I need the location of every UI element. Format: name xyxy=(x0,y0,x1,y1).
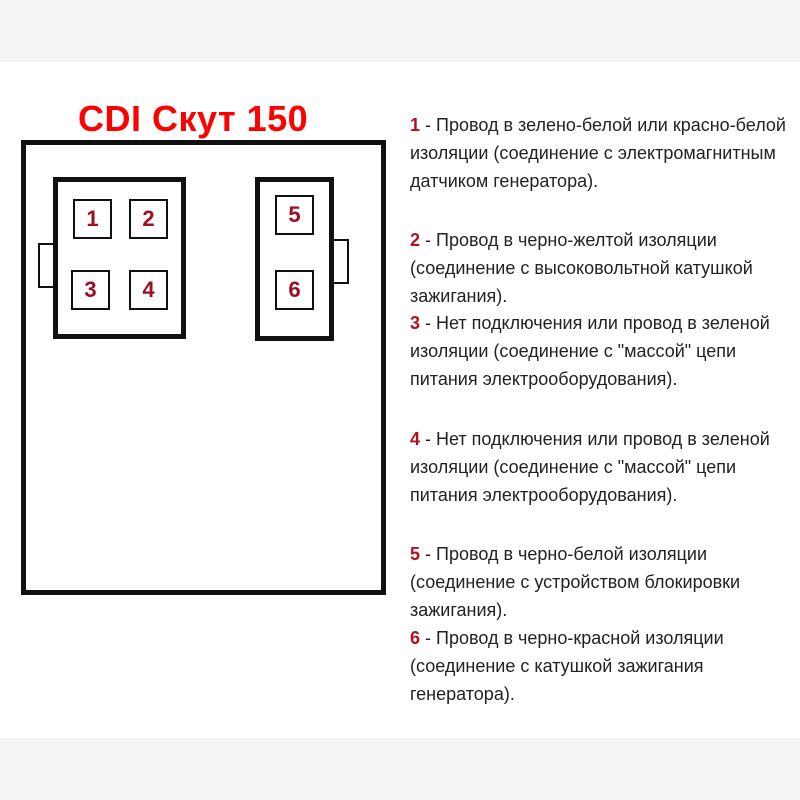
pin-number: 4 xyxy=(410,429,421,449)
pin-description-6: 6 - Провод в черно-красной изоляции (сое… xyxy=(410,624,790,708)
pin-description-text: - Провод в черно-белой изоляции (соедине… xyxy=(410,544,741,620)
pin-3: 3 xyxy=(71,270,110,310)
pin-description-4: 4 - Нет подключения или провод в зеленой… xyxy=(410,425,790,509)
pin-5: 5 xyxy=(275,195,314,235)
pin-number: 3 xyxy=(410,313,421,333)
connector-2pin: 5 6 xyxy=(255,177,334,341)
pin-number: 6 xyxy=(410,628,421,648)
pin-number: 2 xyxy=(410,230,421,250)
pin-4: 4 xyxy=(129,270,168,310)
pin-2: 2 xyxy=(129,199,168,239)
bottom-band xyxy=(0,738,800,800)
top-band xyxy=(0,0,800,62)
pin-description-text: - Нет подключения или провод в зеленой и… xyxy=(410,429,770,505)
pin-number: 5 xyxy=(410,544,421,564)
connector-4pin: 1 2 3 4 xyxy=(53,177,186,339)
pin-1: 1 xyxy=(73,199,112,239)
diagram-title: CDI Скут 150 xyxy=(78,98,309,139)
pin-description-text: - Провод в зелено-белой или красно-белой… xyxy=(410,115,786,191)
pin-description-5: 5 - Провод в черно-белой изоляции (соеди… xyxy=(410,540,790,624)
pin-description-3: 3 - Нет подключения или провод в зеленой… xyxy=(410,309,790,393)
pin-description-text: - Провод в черно-красной изоляции (соеди… xyxy=(410,628,724,704)
pin-description-text: - Провод в черно-желтой изоляции (соедин… xyxy=(410,230,753,306)
pin-description-2: 2 - Провод в черно-желтой изоляции (соед… xyxy=(410,226,790,310)
pin-number: 1 xyxy=(410,115,421,135)
pin-description-text: - Нет подключения или провод в зеленой и… xyxy=(410,313,770,389)
pin-6: 6 xyxy=(275,270,314,310)
pin-description-1: 1 - Провод в зелено-белой или красно-бел… xyxy=(410,111,790,195)
